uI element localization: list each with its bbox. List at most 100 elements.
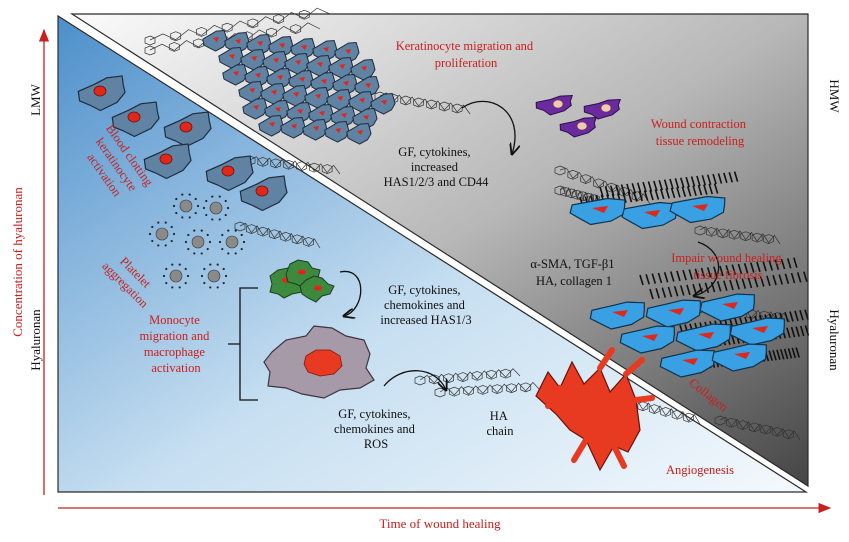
platelet-speck xyxy=(202,206,206,210)
collagen-stroke xyxy=(685,176,690,188)
platelet-speck xyxy=(194,197,197,201)
platelet-speck xyxy=(178,286,181,289)
collagen-stroke xyxy=(669,178,674,190)
platelet-speck xyxy=(205,213,208,217)
collagen-stroke xyxy=(604,186,610,197)
nucleus xyxy=(365,83,371,88)
sugar-ring xyxy=(283,159,294,170)
collagen-stroke xyxy=(697,184,703,196)
collagen-stroke xyxy=(661,287,667,298)
fibrosis-cell xyxy=(619,325,675,354)
sugar-ring xyxy=(428,374,440,385)
sugar-ring xyxy=(144,35,156,46)
platelet xyxy=(179,199,193,213)
collagen-stroke xyxy=(633,191,638,202)
collagen-stroke xyxy=(645,274,650,285)
nucleus xyxy=(339,64,345,69)
platelet-speck xyxy=(187,233,190,237)
ha-strand xyxy=(419,368,521,384)
keratinocyte-cell xyxy=(262,50,288,73)
collagen-stroke xyxy=(642,181,647,193)
ha-strand xyxy=(719,416,801,441)
keratinocyte-cell xyxy=(352,107,378,130)
vessel-branch xyxy=(571,437,589,463)
keratinocyte-cell xyxy=(258,114,284,137)
nucleus xyxy=(301,45,307,50)
ha-chain-label: HA chain xyxy=(486,409,514,438)
sugar-ring xyxy=(290,24,302,34)
platelet-speck xyxy=(188,216,191,219)
keratinocyte-cell xyxy=(346,122,372,145)
fibrosis-cells xyxy=(589,293,785,378)
vessel-branch xyxy=(633,395,655,403)
collagen-stroke xyxy=(670,271,675,282)
platelet-speck xyxy=(203,267,206,271)
nucleus xyxy=(321,79,327,84)
platelet-speck xyxy=(178,263,181,266)
collagen-stroke xyxy=(790,326,796,338)
collagen-stroke xyxy=(674,178,680,189)
sugar-ring xyxy=(170,31,182,42)
sugar-ring xyxy=(426,99,437,110)
platelet-speck xyxy=(224,213,227,217)
collagen-stroke xyxy=(626,183,631,195)
keratinocyte-cell xyxy=(310,71,336,94)
lmw-region xyxy=(57,14,809,493)
vessel-branch xyxy=(623,357,645,377)
nucleus xyxy=(269,122,275,127)
collagen-stroke xyxy=(682,269,687,281)
collagen-stroke xyxy=(731,264,737,275)
nucleus xyxy=(235,39,241,44)
collagen-stroke xyxy=(667,286,673,298)
impair-healing-label: Impair wound healing tissue fibrosis xyxy=(671,251,785,282)
collagen-stroke xyxy=(780,258,786,270)
collagen-stroke xyxy=(803,271,808,282)
sugar-ring xyxy=(463,385,474,396)
collagen-stroke xyxy=(799,310,804,321)
platelet-speck xyxy=(224,274,228,278)
nucleus xyxy=(668,308,684,315)
platelet-speck xyxy=(181,216,184,219)
keratinocyte-cell xyxy=(266,67,292,90)
collagen-stroke xyxy=(743,263,749,274)
keratinocyte-cell xyxy=(282,84,308,107)
platelet-speck xyxy=(172,232,176,236)
sugar-ring xyxy=(247,18,259,29)
nucleus xyxy=(273,58,279,63)
collagen-stroke xyxy=(786,327,791,338)
fibroblast-nucleus xyxy=(576,121,588,131)
fibrosis-cell xyxy=(589,301,645,330)
platelet-speck xyxy=(206,247,209,251)
platelet xyxy=(225,235,239,249)
sugar-ring xyxy=(308,162,320,173)
platelet-speck xyxy=(205,199,208,203)
nucleus xyxy=(257,41,263,46)
sugar-ring xyxy=(751,232,763,243)
sugar-ring xyxy=(457,372,469,382)
collagen-stroke xyxy=(789,311,794,322)
collagen-stroke xyxy=(639,274,644,286)
signals-has13-label: GF, cytokines, chemokines and increased … xyxy=(380,283,471,327)
collagen-stroke xyxy=(772,274,777,286)
nucleus xyxy=(642,334,658,341)
collagen-stroke xyxy=(627,191,633,203)
platelet-speck xyxy=(151,239,154,243)
monocyte-cells xyxy=(269,259,335,303)
collagen-stroke xyxy=(747,277,753,289)
fibroblast-cells xyxy=(535,94,622,138)
ha-strand xyxy=(439,381,541,396)
platelet-speck xyxy=(196,204,200,208)
sugar-ring xyxy=(443,373,454,384)
collagen-stroke xyxy=(784,273,790,284)
platelet-speck xyxy=(227,252,230,255)
myofibroblast-cell xyxy=(569,197,626,226)
collagen-stroke xyxy=(649,189,654,201)
ha-strand xyxy=(239,222,321,249)
sugar-ring xyxy=(298,9,310,20)
keratinocyte-cell xyxy=(280,116,306,139)
collagen-stroke xyxy=(676,270,681,282)
wound-contraction-label: Wound contraction tissue remodeling xyxy=(651,117,749,148)
sugar-ring xyxy=(257,157,269,167)
keratinocyte-cell xyxy=(260,82,286,105)
collagen-stroke xyxy=(700,267,706,279)
